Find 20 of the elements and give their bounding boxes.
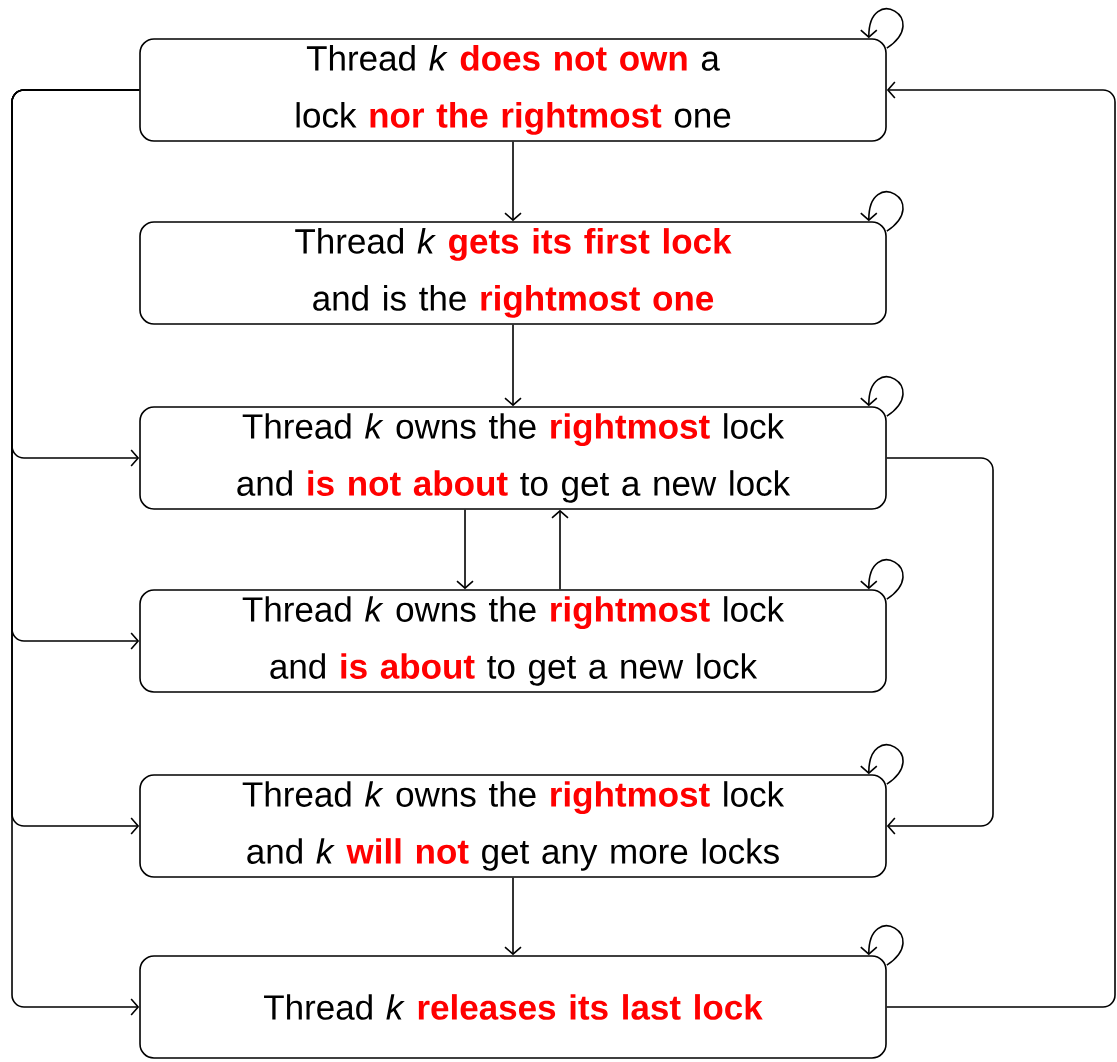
- arrow: [504, 877, 522, 956]
- loop-arrow: [860, 376, 904, 417]
- arrow: [504, 141, 522, 222]
- loop-arrow: [860, 559, 904, 600]
- arrow: [504, 323, 522, 407]
- loop-arrow: [860, 744, 904, 785]
- arrow: [11, 89, 140, 1016]
- loop-arrow: [860, 925, 904, 966]
- state-box: Thread k releases its last lock: [139, 955, 887, 1059]
- state-box: Thread k owns the rightmost lock and k will not get any more locks: [139, 774, 887, 878]
- arrow: [886, 457, 994, 835]
- state-box: Thread k gets its first lock and is the rightmost one: [139, 221, 887, 325]
- state-box: Thread k owns the rightmost lock and is about to get a new lock: [139, 589, 887, 693]
- arrow: [456, 508, 474, 590]
- loop-arrow: [860, 191, 904, 232]
- loop-arrow: [860, 8, 904, 49]
- arrow: [886, 81, 1116, 1008]
- arrow: [551, 509, 569, 590]
- state-box: Thread k owns the rightmost lock and is not about to get a new lock: [139, 406, 887, 510]
- state-box: Thread k does not own a lock nor the rightmost one: [139, 38, 887, 142]
